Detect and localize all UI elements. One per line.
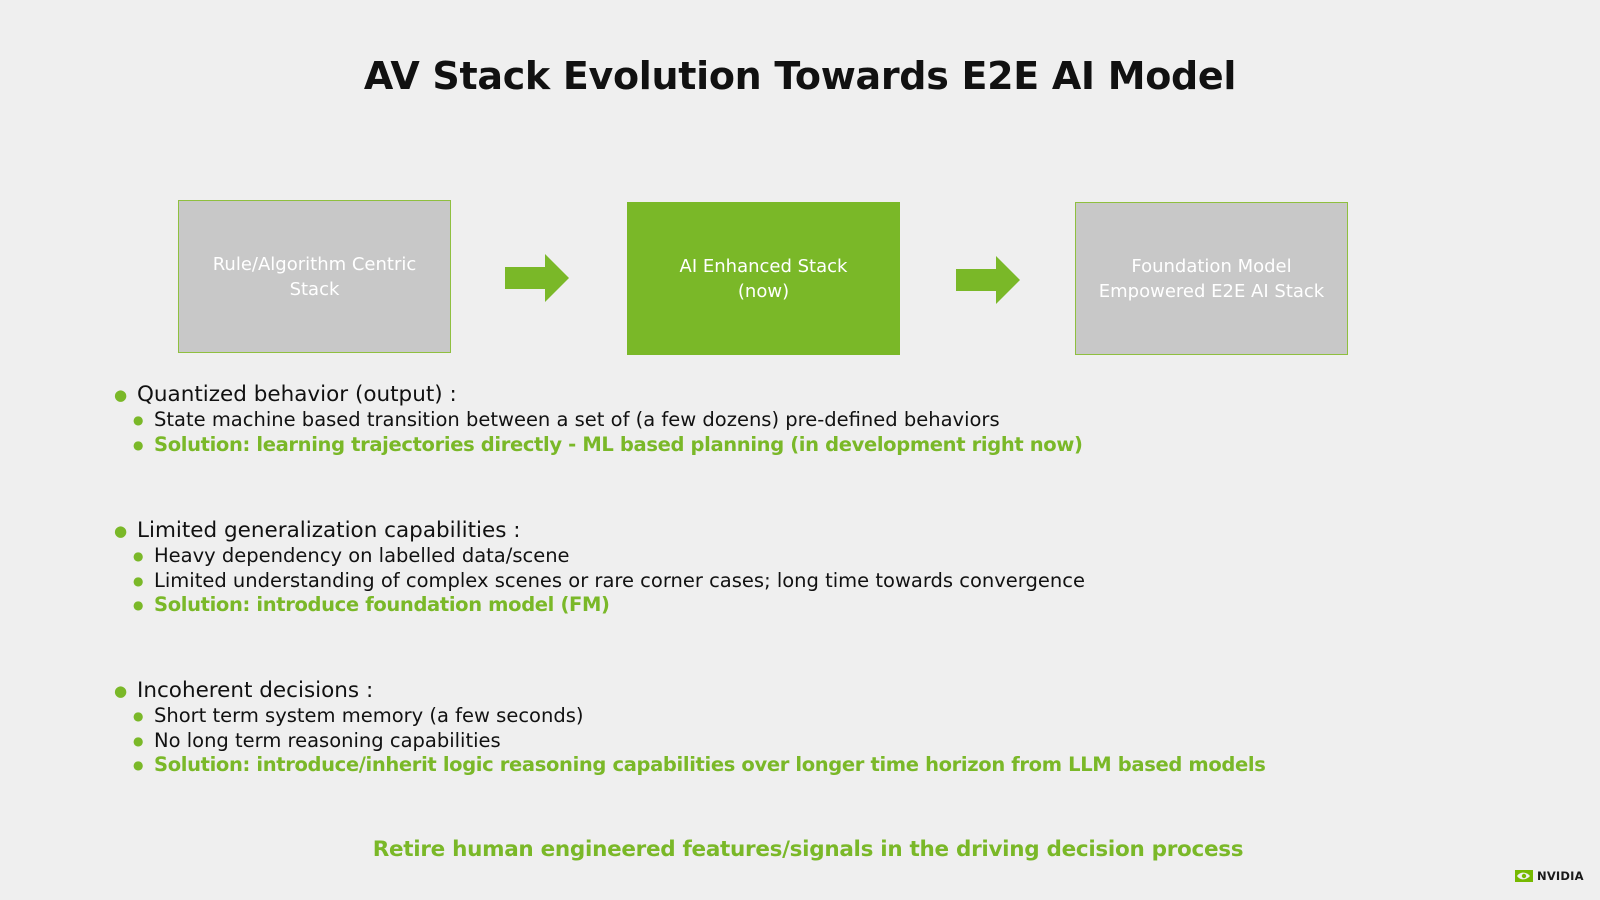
stage-rule-algorithm: Rule/Algorithm Centric Stack [178, 200, 451, 353]
section-heading-text: Limited generalization capabilities : [137, 518, 521, 543]
stage-label-line2: Stack [289, 278, 340, 300]
bullet-dot-icon: ● [114, 682, 128, 700]
stage-ai-enhanced: AI Enhanced Stack (now) [627, 202, 900, 355]
bullet-dot-icon: ● [133, 758, 144, 772]
sub-bullet: ● State machine based transition between… [112, 408, 1083, 433]
sub-bullet-text: State machine based transition between a… [154, 408, 1000, 431]
bullet-dot-icon: ● [114, 386, 128, 404]
bullet-dot-icon: ● [133, 598, 144, 612]
sub-bullet: ● Limited understanding of complex scene… [112, 569, 1085, 594]
sub-bullet: ● Short term system memory (a few second… [112, 704, 1265, 729]
section-heading: ● Incoherent decisions : [112, 678, 1265, 704]
logo-text: NVIDIA [1537, 869, 1584, 883]
stage-label-line1: AI Enhanced Stack [679, 255, 848, 277]
bullet-dot-icon: ● [133, 549, 144, 563]
section-limited-generalization: ● Limited generalization capabilities : … [112, 518, 1085, 618]
bullet-dot-icon: ● [133, 709, 144, 723]
sub-bullet: ● No long term reasoning capabilities [112, 729, 1265, 754]
solution-bullet: ● Solution: learning trajectories direct… [112, 433, 1083, 458]
bullet-dot-icon: ● [114, 522, 128, 540]
section-heading: ● Quantized behavior (output) : [112, 382, 1083, 408]
footer-statement: Retire human engineered features/signals… [372, 837, 1244, 862]
section-quantized-behavior: ● Quantized behavior (output) : ● State … [112, 382, 1083, 457]
arrow-right-icon [956, 256, 1020, 304]
sub-bullet-text: Heavy dependency on labelled data/scene [154, 544, 570, 567]
solution-text: Solution: introduce/inherit logic reason… [154, 753, 1266, 776]
sub-bullet-text: Limited understanding of complex scenes … [154, 568, 1085, 592]
stage-label-line2: Empowered E2E AI Stack [1098, 280, 1325, 302]
bullet-dot-icon: ● [133, 413, 144, 427]
section-heading-text: Incoherent decisions : [137, 678, 374, 703]
sub-bullet-text: No long term reasoning capabilities [154, 728, 501, 752]
stage-foundation-model: Foundation Model Empowered E2E AI Stack [1075, 202, 1348, 355]
bullet-dot-icon: ● [133, 733, 144, 748]
bullet-dot-icon: ● [133, 573, 144, 588]
sub-bullet-text: Short term system memory (a few seconds) [154, 704, 584, 727]
section-heading: ● Limited generalization capabilities : [112, 518, 1085, 544]
slide-title: AV Stack Evolution Towards E2E AI Model [363, 54, 1237, 98]
solution-text: Solution: learning trajectories directly… [154, 432, 1083, 456]
solution-text: Solution: introduce foundation model (FM… [154, 593, 610, 616]
nvidia-eye-icon [1515, 870, 1533, 882]
solution-bullet: ● Solution: introduce foundation model (… [112, 593, 1085, 618]
sub-bullet: ● Heavy dependency on labelled data/scen… [112, 544, 1085, 569]
arrow-right-icon [505, 254, 569, 302]
stage-label-line1: Foundation Model [1131, 255, 1292, 277]
stage-label-line1: Rule/Algorithm Centric [212, 253, 417, 275]
section-heading-text: Quantized behavior (output) : [137, 382, 457, 407]
solution-bullet: ● Solution: introduce/inherit logic reas… [112, 753, 1266, 778]
bullet-dot-icon: ● [133, 437, 144, 452]
stage-label-line2: (now) [737, 280, 790, 302]
nvidia-logo: NVIDIA [1515, 869, 1584, 883]
section-incoherent-decisions: ● Incoherent decisions : ● Short term sy… [112, 678, 1266, 778]
